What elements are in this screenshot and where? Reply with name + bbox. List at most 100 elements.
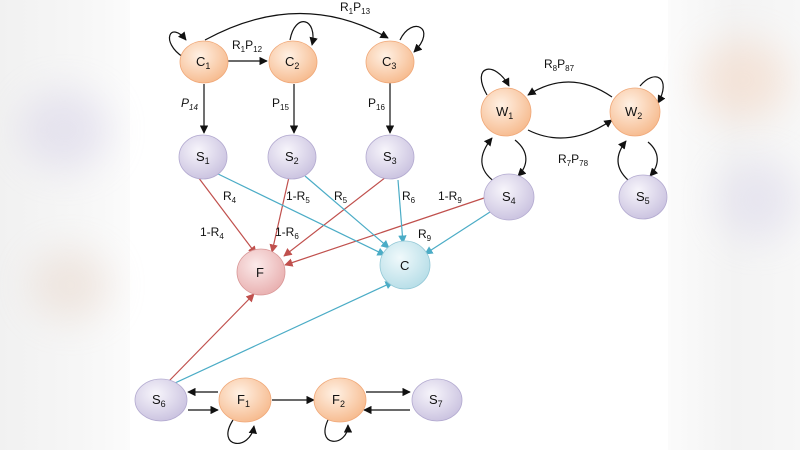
node-s4: S4	[483, 173, 535, 221]
node-w2-sub: 2	[637, 111, 642, 121]
node-c3: C3	[365, 40, 415, 84]
edge-s1-c	[213, 171, 386, 256]
edge-s1-f	[197, 176, 257, 255]
svg-text:C3: C3	[382, 54, 396, 71]
node-w2: W2	[609, 87, 661, 137]
edge-s6-c	[174, 281, 394, 384]
edge-s4-f	[284, 196, 488, 267]
node-c2: C2	[268, 40, 318, 84]
node-w1-sub: 1	[508, 111, 513, 121]
edge-s2-c	[304, 175, 390, 249]
edge-s3-f	[283, 176, 387, 257]
right-blur-blob-2	[718, 160, 798, 240]
left-background-panel	[0, 0, 130, 450]
edge-w2-loop	[639, 76, 666, 104]
node-w1-label: W	[496, 104, 509, 119]
node-c1: C1	[179, 40, 229, 84]
node-w2-label: W	[625, 104, 638, 119]
edge-w1-w2	[527, 119, 613, 139]
node-s5-sub: 5	[645, 196, 650, 206]
edge-c1-c3	[204, 12, 389, 41]
label-r6: R6	[402, 189, 416, 205]
node-s1-sub: 1	[205, 156, 210, 166]
edge-c1-loop	[168, 31, 187, 58]
black-edges	[168, 12, 666, 444]
node-s7-label: S	[429, 392, 438, 407]
node-s7: S7	[411, 378, 463, 422]
node-f: F	[236, 248, 286, 296]
label-r1p12: R1P12	[232, 38, 263, 54]
right-background-panel	[668, 0, 800, 450]
label-p14: P14	[181, 96, 198, 112]
svg-text:W1: W1	[496, 104, 513, 121]
svg-text:S5: S5	[636, 189, 650, 206]
node-s7-sub: 7	[438, 399, 443, 409]
left-blur-blob-2	[30, 250, 110, 320]
node-s3: S3	[365, 134, 415, 180]
svg-text:S6: S6	[152, 392, 166, 409]
svg-text:F1: F1	[237, 392, 250, 409]
node-s3-label: S	[383, 149, 392, 164]
edge-w1-s4	[514, 139, 527, 177]
node-w1: W1	[480, 87, 532, 137]
node-s1-label: S	[196, 149, 205, 164]
node-f-label: F	[256, 265, 264, 280]
label-1-r5: 1-R5	[286, 189, 310, 205]
node-c3-label: C	[382, 54, 391, 69]
edge-w2-s5	[647, 141, 659, 177]
edge-c2-loop	[289, 21, 318, 46]
left-blur-blob	[20, 90, 110, 170]
label-p16: P16	[368, 96, 385, 112]
label-r8p87: R8P87	[544, 57, 575, 73]
label-1-r9: 1-R9	[438, 189, 462, 205]
svg-text:F2: F2	[332, 392, 345, 409]
label-p15: P15	[272, 96, 289, 112]
edge-s5-w2	[617, 140, 629, 181]
node-f1-label: F	[237, 392, 245, 407]
label-r7p78: R7P78	[558, 152, 589, 168]
node-s4-sub: 4	[511, 196, 516, 206]
label-r4: R4	[223, 189, 237, 205]
svg-text:C2: C2	[285, 54, 299, 71]
label-1-r4: 1-R4	[200, 225, 224, 241]
node-f2: F2	[313, 377, 367, 423]
node-s2: S2	[267, 134, 317, 180]
node-s2-label: S	[285, 149, 294, 164]
right-blur-blob	[698, 40, 788, 120]
node-s6-label: S	[152, 392, 161, 407]
node-f2-label: F	[332, 392, 340, 407]
node-c3-sub: 3	[391, 61, 396, 71]
label-r9: R9	[418, 227, 432, 243]
edge-w1-loop	[480, 68, 510, 96]
edge-c3-loop	[399, 25, 425, 53]
edge-f1-loop	[227, 419, 257, 444]
node-s4-label: S	[502, 189, 511, 204]
node-s2-sub: 2	[294, 156, 299, 166]
node-s5: S5	[618, 174, 668, 220]
svg-text:S3: S3	[383, 149, 397, 166]
edge-s6-f	[168, 293, 255, 382]
label-1-r6: 1-R6	[275, 225, 299, 241]
red-edges	[168, 176, 488, 382]
node-f2-sub: 2	[340, 399, 345, 409]
node-f1-sub: 1	[245, 399, 250, 409]
svg-text:C1: C1	[196, 54, 210, 71]
edge-w2-w1	[527, 81, 613, 98]
edge-f2-loop	[324, 415, 353, 442]
node-f1: F1	[218, 377, 272, 423]
svg-text:W2: W2	[625, 104, 642, 121]
label-r1p13: R1P13	[340, 0, 371, 16]
node-c2-sub: 2	[294, 61, 299, 71]
node-c: C	[379, 240, 431, 290]
svg-text:S1: S1	[196, 149, 210, 166]
node-c1-sub: 1	[205, 61, 210, 71]
edge-s3-c	[397, 179, 407, 244]
node-s1: S1	[178, 134, 228, 180]
node-s5-label: S	[636, 189, 645, 204]
node-c-label: C	[400, 258, 409, 273]
svg-text:S7: S7	[429, 392, 443, 409]
node-s6-sub: 6	[161, 399, 166, 409]
edge-s4-w1	[481, 137, 496, 183]
edge-s2-f	[269, 176, 290, 253]
